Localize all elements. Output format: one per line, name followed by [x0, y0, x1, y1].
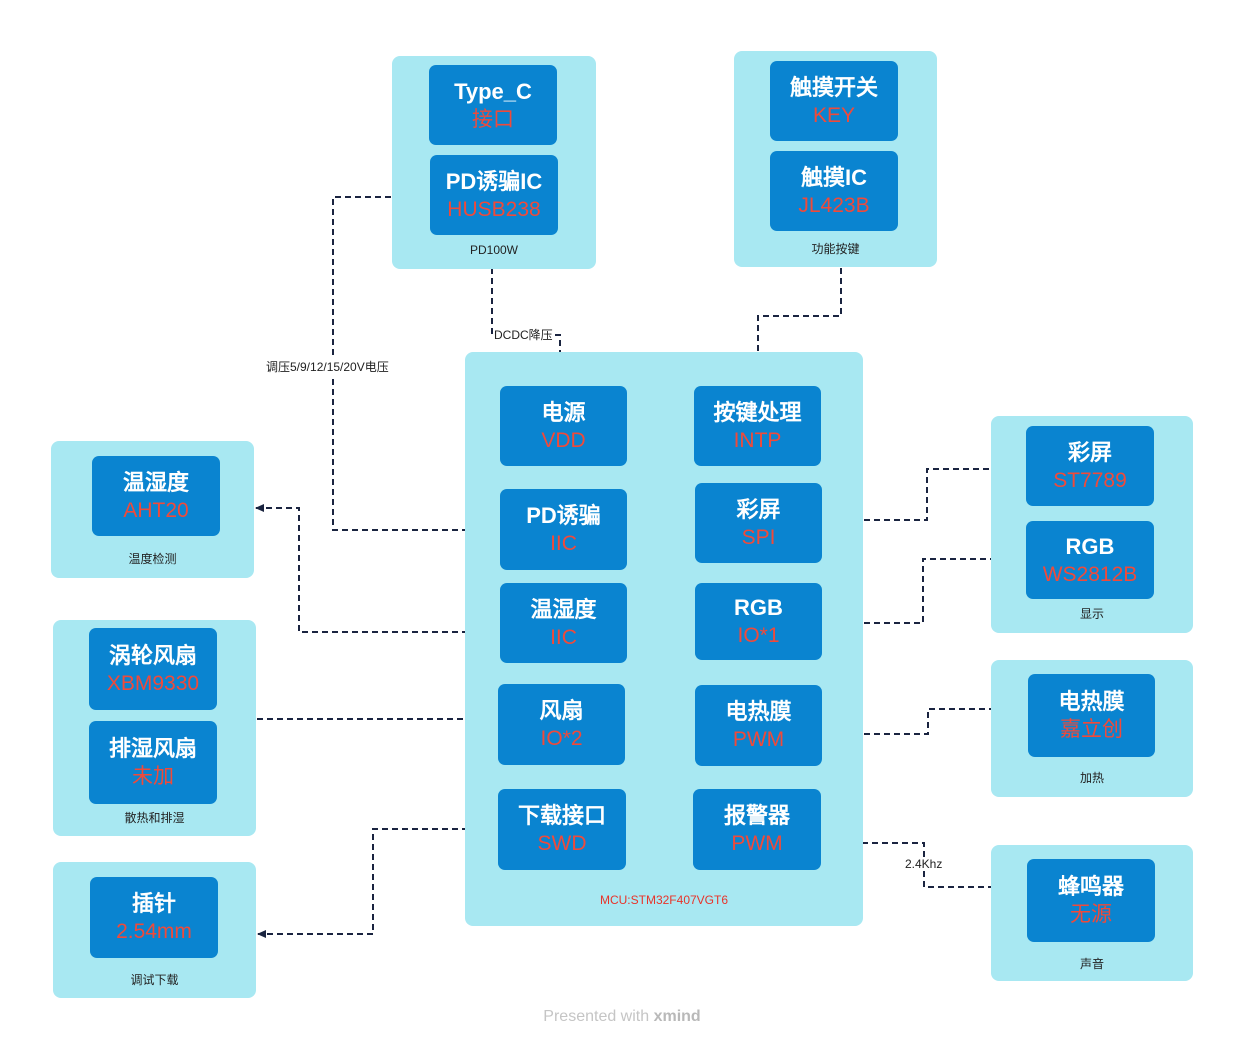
- edge-swd: [257, 825, 506, 938]
- node-subtitle: IIC: [550, 625, 577, 649]
- node-title: 涡轮风扇: [108, 642, 197, 668]
- node-mcu-heater[interactable]: 电热膜 PWM: [695, 685, 822, 766]
- edge-heat: [824, 705, 1027, 735]
- node-title: 报警器: [723, 803, 790, 828]
- node-subtitle: SWD: [537, 832, 587, 855]
- group-label: 散热和排湿: [124, 811, 185, 825]
- node-mcu-rgb[interactable]: RGB IO*1: [695, 583, 822, 660]
- footer-prefix: Presented with: [543, 1008, 654, 1025]
- node-mcu-swd[interactable]: 下载接口 SWD: [498, 789, 626, 870]
- edge-rgb: [824, 555, 1025, 624]
- node-subtitle: PWM: [732, 728, 785, 751]
- node-subtitle: PWM: [731, 832, 783, 855]
- group-label: 功能按键: [811, 242, 860, 256]
- group-label: 温度检测: [128, 552, 177, 566]
- node-subtitle: JL423B: [798, 193, 870, 217]
- node-title: RGB: [734, 595, 783, 620]
- node-subtitle: INTP: [733, 428, 782, 452]
- node-mcu-screen[interactable]: 彩屏 SPI: [695, 483, 822, 563]
- node-subtitle: 无源: [1070, 903, 1112, 926]
- node-humidity-sensor[interactable]: 温湿度 AHT20: [92, 456, 220, 536]
- node-mcu-humidity[interactable]: 温湿度 IIC: [500, 583, 627, 663]
- node-touch-ic[interactable]: 触摸IC JL423B: [770, 151, 898, 231]
- group-heat: 电热膜 嘉立创 加热: [991, 660, 1193, 797]
- node-subtitle: SPI: [741, 525, 776, 549]
- node-subtitle: KEY: [812, 103, 856, 127]
- node-subtitle: 2.54mm: [116, 920, 192, 943]
- node-turbo-fan[interactable]: 涡轮风扇 XBM9330: [89, 628, 217, 710]
- node-title: 彩屏: [736, 496, 781, 522]
- group-label: 加热: [1079, 771, 1104, 785]
- edge-spi: [824, 465, 1025, 521]
- node-title: 排湿风扇: [108, 736, 197, 761]
- node-exhaust-fan[interactable]: 排湿风扇 未加: [89, 721, 217, 804]
- node-subtitle: WS2812B: [1042, 562, 1138, 586]
- node-subtitle: AHT20: [123, 498, 189, 522]
- edge-label-dcdc: DCDC降压: [494, 326, 553, 343]
- node-heating-film[interactable]: 电热膜 嘉立创: [1028, 674, 1155, 757]
- node-subtitle: XBM9330: [106, 671, 200, 695]
- edge-temp: [255, 504, 498, 633]
- node-subtitle: ST7789: [1053, 468, 1127, 492]
- node-subtitle: 接口: [472, 107, 514, 131]
- node-subtitle: IO*2: [540, 727, 583, 750]
- node-title: 风扇: [539, 698, 584, 723]
- footer-brand: xmind: [653, 1008, 701, 1025]
- node-title: Type_C: [454, 78, 532, 104]
- group-display: 彩屏 ST7789 RGB WS2812B 显示: [991, 416, 1193, 633]
- node-subtitle: VDD: [541, 428, 586, 452]
- node-mcu-power[interactable]: 电源 VDD: [500, 386, 627, 466]
- group-mcu: 电源 VDD 按键处理 INTP PD诱骗 IIC 彩屏 SPI 温湿度 IIC…: [465, 352, 863, 926]
- node-subtitle: 未加: [132, 765, 174, 788]
- node-buzzer[interactable]: 蜂鸣器 无源: [1027, 859, 1155, 942]
- group-temperature: 温湿度 AHT20 温度检测: [51, 441, 254, 578]
- node-title: 电热膜: [1058, 689, 1125, 714]
- node-mcu-alarm[interactable]: 报警器 PWM: [693, 789, 821, 870]
- node-title: PD诱骗IC: [445, 168, 543, 194]
- node-subtitle: IO*1: [737, 624, 780, 647]
- node-title: 电热膜: [725, 699, 792, 724]
- node-title: 蜂鸣器: [1057, 874, 1124, 899]
- node-subtitle: 嘉立创: [1060, 718, 1123, 741]
- node-title: 下载接口: [517, 803, 606, 828]
- node-title: 电源: [541, 399, 586, 425]
- node-mcu-fan[interactable]: 风扇 IO*2: [498, 684, 625, 765]
- group-label: 显示: [1079, 607, 1104, 621]
- group-label: 声音: [1079, 957, 1104, 971]
- node-pd-ic[interactable]: PD诱骗IC HUSB238: [430, 155, 558, 235]
- node-pin-header[interactable]: 插针 2.54mm: [90, 877, 218, 958]
- mcu-label: MCU:STM32F407VGT6: [599, 893, 729, 907]
- group-debug: 插针 2.54mm 调试下载: [53, 862, 256, 998]
- node-title: 插针: [131, 891, 176, 916]
- node-touch-switch[interactable]: 触摸开关 KEY: [770, 61, 898, 141]
- node-title: 彩屏: [1067, 439, 1112, 465]
- node-title: 触摸开关: [789, 74, 878, 100]
- group-power: Type_C 接口 PD诱骗IC HUSB238 PD100W: [392, 56, 596, 269]
- group-label: 调试下载: [130, 973, 179, 987]
- node-title: 触摸IC: [800, 164, 867, 190]
- group-sound: 蜂鸣器 无源 声音: [991, 845, 1193, 981]
- group-keys: 触摸开关 KEY 触摸IC JL423B 功能按键: [734, 51, 937, 267]
- node-subtitle: IIC: [550, 532, 577, 555]
- edge-keys: [754, 268, 842, 385]
- node-mcu-key-handler[interactable]: 按键处理 INTP: [694, 386, 821, 466]
- edge-label-frequency: 2.4Khz: [905, 857, 943, 871]
- node-mcu-pd[interactable]: PD诱骗 IIC: [500, 489, 627, 570]
- node-title: 按键处理: [713, 399, 802, 425]
- group-label: PD100W: [469, 243, 519, 257]
- node-subtitle: HUSB238: [447, 197, 541, 221]
- node-title: 温湿度: [530, 596, 597, 622]
- node-title: RGB: [1065, 533, 1115, 559]
- node-type-c[interactable]: Type_C 接口: [429, 65, 557, 145]
- node-color-screen[interactable]: 彩屏 ST7789: [1026, 426, 1154, 506]
- node-title: 温湿度: [122, 469, 189, 495]
- footer-credit: Presented with xmind: [0, 1008, 1244, 1026]
- edge-label-voltage: 调压5/9/12/15/20V电压: [266, 358, 389, 375]
- group-fan: 涡轮风扇 XBM9330 排湿风扇 未加 散热和排湿: [53, 620, 256, 836]
- node-rgb-led[interactable]: RGB WS2812B: [1026, 521, 1154, 599]
- node-title: PD诱骗: [526, 503, 601, 528]
